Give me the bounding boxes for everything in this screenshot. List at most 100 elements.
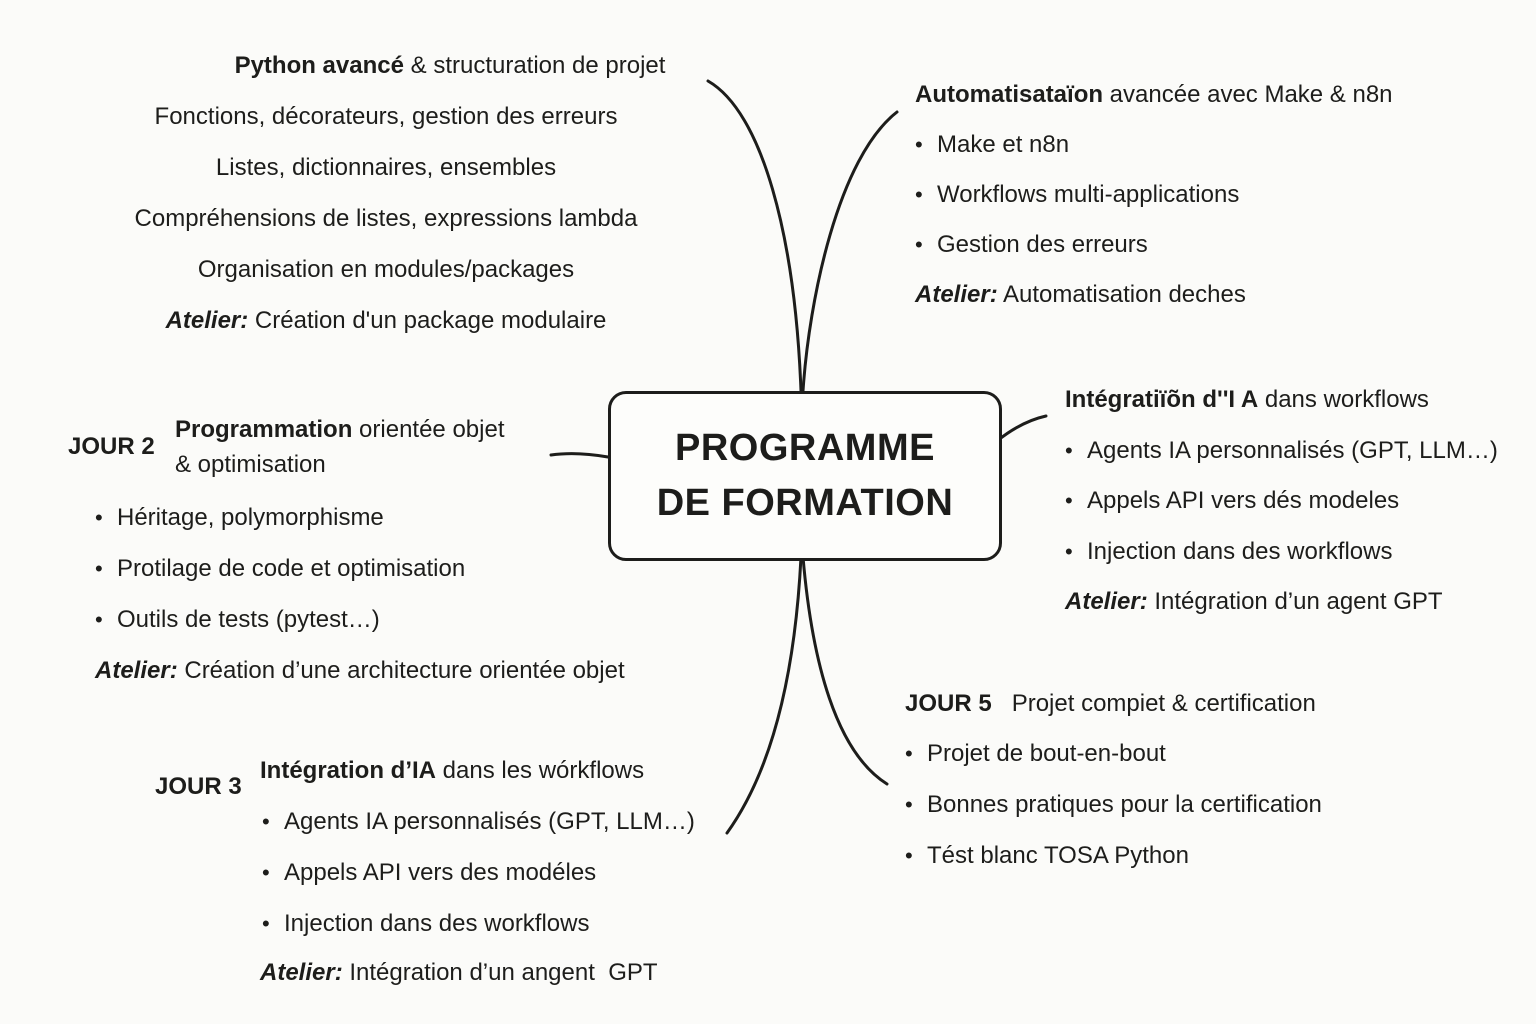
- atelier-label: Atelier:: [1065, 588, 1148, 615]
- atelier-line: Atelier: Création d'un package modulaire: [56, 295, 716, 346]
- list-item: • Injection dans des workflows: [262, 898, 695, 949]
- connector-left: [549, 452, 610, 459]
- atelier-text: Création d'un package modulaire: [248, 307, 607, 334]
- branch-integration-ia-droite: Intégratiïõn d''I A dans workflows • Agen…: [1065, 375, 1498, 628]
- list-item: Compréhensions de listes, expressions la…: [134, 205, 638, 232]
- list-item-text: Gestion des erreurs: [937, 231, 1148, 258]
- branch-heading-bold: Intégratiïõn d''I A: [1065, 386, 1259, 413]
- list-item: • Appels API vers dés modeles: [1065, 476, 1498, 527]
- atelier-text: Création d’une architecture orientée obj…: [177, 657, 625, 684]
- branch-python-avance: Python avancé & structuration de projet …: [56, 40, 716, 346]
- atelier-text: Intégration d’un angent GPT: [342, 959, 658, 986]
- list-item-text: Injection dans des workflows: [284, 910, 590, 937]
- branch-jour5-heading: JOUR 5 Projet compiet & certification: [905, 688, 1316, 719]
- list-item: • Gestion des erreurs: [915, 220, 1393, 270]
- atelier-line: Atelier: Automatisation deches: [915, 270, 1393, 320]
- list-item-text: Tést blanc TOSA Python: [927, 842, 1189, 869]
- list-item-text: Héritage, polymorphisme: [117, 504, 384, 531]
- list-item: • Make et n8n: [915, 120, 1393, 170]
- atelier-label: Atelier:: [95, 657, 178, 684]
- branch-heading-rest: orientée objet: [352, 416, 505, 443]
- branch-heading-bold: Intégration d’IA: [260, 757, 436, 784]
- bullet-icon: •: [915, 182, 923, 207]
- list-item-text: Bonnes pratiques pour la certification: [927, 791, 1322, 818]
- branch-jour3-atelier: Atelier: Intégration d’un angent GPT: [260, 958, 658, 988]
- bullet-icon: •: [1065, 538, 1073, 564]
- list-item: • Agents IA personnalisés (GPT, LLM…): [262, 796, 695, 847]
- center-node-title-line1: PROGRAMME: [675, 427, 935, 469]
- list-item: • Bonnes pratiques pour la certification: [905, 779, 1322, 830]
- branch-heading-line2: & optimisation: [175, 451, 326, 478]
- center-node-programme: PROGRAMME DE FORMATION: [608, 391, 1002, 561]
- branch-heading-bold: Programmation: [175, 416, 353, 443]
- list-item-text: Appels API vers dés modeles: [1087, 487, 1400, 514]
- bullet-icon: •: [915, 232, 923, 257]
- branch-heading: Python avancé & structuration de projet: [184, 40, 716, 91]
- center-node-title-line2: DE FORMATION: [656, 482, 954, 524]
- bullet-icon: •: [1065, 488, 1073, 513]
- list-item-text: Agents IA personnalisés (GPT, LLM…): [284, 808, 695, 835]
- branch-heading-rest: Projet compiet & certification: [1011, 690, 1316, 717]
- atelier-label: Atelier:: [165, 307, 249, 334]
- bullet-icon: •: [905, 843, 913, 868]
- bullet-icon: •: [95, 607, 103, 632]
- bullet-icon: •: [905, 792, 913, 817]
- bullet-icon: •: [915, 132, 923, 157]
- branch-heading-line1: Programmation orientée objet: [175, 412, 504, 447]
- bullet-icon: •: [262, 860, 270, 885]
- branch-heading: Intégratiïõn d''I A dans workflows: [1065, 375, 1498, 426]
- branch-heading-bold: Python avancé: [234, 52, 404, 79]
- branch-heading-rest: & structuration de projet: [403, 52, 666, 79]
- list-item: • Agents IA personnalisés (GPT, LLM…): [1065, 426, 1498, 477]
- connector-bottom-right: [801, 555, 889, 786]
- atelier-text: Automatisation deches: [997, 281, 1246, 308]
- connector-bottom-left: [725, 555, 803, 835]
- atelier-label: Atelier:: [260, 959, 343, 986]
- connector-top-left: [706, 79, 803, 393]
- list-item: Organisation en modules/packages: [197, 256, 575, 283]
- branch-jour2-items: • Héritage, polymorphisme • Protilage de c…: [95, 492, 625, 696]
- bullet-icon: •: [262, 809, 270, 834]
- list-item: Fonctions, décorateurs, gestion des erre…: [154, 103, 618, 130]
- connector-top-right: [801, 110, 899, 393]
- list-item-text: Outils de tests (pytest…): [117, 606, 380, 633]
- list-item-text: Projet de bout-en-bout: [927, 740, 1166, 767]
- list-item: • Protilage de code et optimisation: [95, 543, 625, 594]
- bullet-icon: •: [1065, 437, 1073, 463]
- bullet-icon: •: [262, 911, 270, 936]
- day-label-jour3: JOUR 3: [155, 773, 242, 800]
- branch-jour5-items: • Projet de bout-en-bout • Bonnes pratique…: [905, 728, 1322, 881]
- list-item-text: Protilage de code et optimisation: [117, 555, 466, 582]
- list-item-text: Injection dans des workflows: [1087, 537, 1393, 565]
- branch-heading-rest: avancée avec Make & n8n: [1103, 81, 1393, 108]
- branch-heading-rest: dans les wórkflows: [436, 757, 645, 784]
- list-item: • Appels API vers des modéles: [262, 847, 695, 898]
- list-item: • Workflows multi-applications: [915, 170, 1393, 220]
- list-item: • Tést blanc TOSA Python: [905, 830, 1322, 881]
- branch-jour3-items: • Agents IA personnalisés (GPT, LLM…) • Ap…: [262, 796, 695, 949]
- list-item: • Héritage, polymorphisme: [95, 492, 625, 543]
- branch-automatisation: Automatisataïon avancée avec Make & n8n …: [915, 70, 1393, 320]
- connector-right: [995, 414, 1048, 443]
- day-label-jour5: JOUR 5: [905, 690, 992, 717]
- branch-jour3-heading: Intégration d’IA dans les wórkflows: [260, 755, 644, 787]
- bullet-icon: •: [95, 556, 103, 581]
- branch-heading: Automatisataïon avancée avec Make & n8n: [915, 70, 1393, 120]
- day-label-jour2: JOUR 2: [68, 433, 155, 460]
- atelier-text: Intégration d’un agent GPT: [1147, 588, 1443, 615]
- bullet-icon: •: [905, 741, 913, 766]
- list-item: Listes, dictionnaires, ensembles: [215, 154, 557, 181]
- bullet-icon: •: [95, 505, 103, 530]
- atelier-line: Atelier: Création d’une architecture ori…: [95, 645, 625, 696]
- list-item-text: Appels API vers des modéles: [284, 859, 597, 886]
- list-item-text: Workflows multi-applications: [937, 181, 1240, 208]
- list-item: • Injection dans des workflows: [1065, 527, 1498, 578]
- branch-heading-rest: dans workflows: [1258, 386, 1429, 413]
- list-item-text: Agents IA personnalisés (GPT, LLM…): [1087, 436, 1498, 464]
- branch-heading-bold: Automatisataïon: [915, 81, 1104, 108]
- list-item: • Projet de bout-en-bout: [905, 728, 1322, 779]
- atelier-label: Atelier:: [915, 281, 998, 308]
- branch-heading: Intégration d’IA dans les wórkflows: [260, 755, 644, 787]
- list-item-text: Make et n8n: [937, 131, 1070, 158]
- atelier-line: Atelier: Intégration d’un agent GPT: [1065, 577, 1498, 628]
